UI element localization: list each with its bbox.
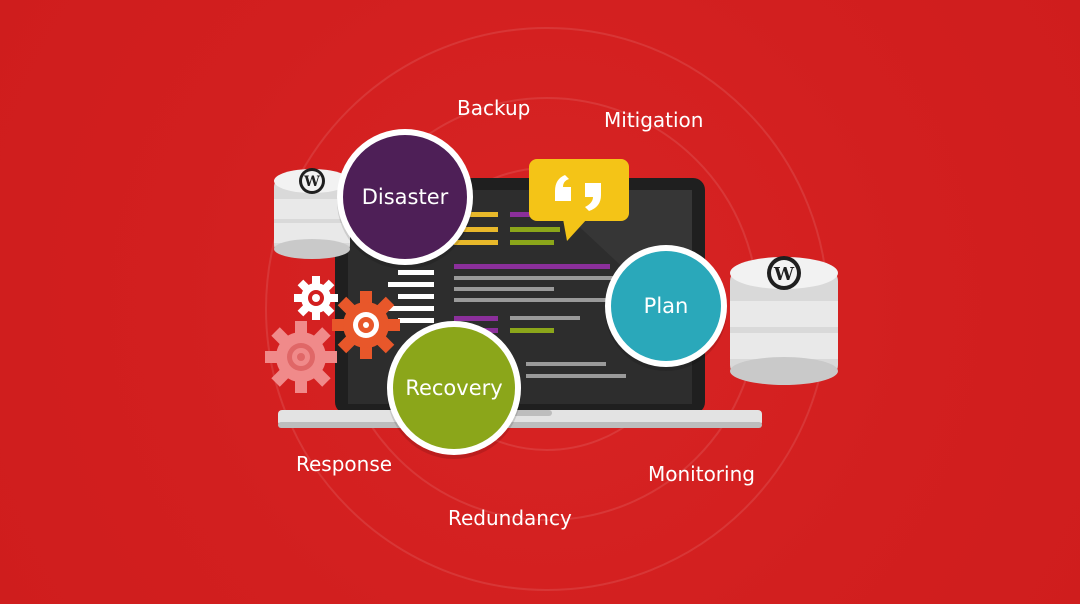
term-response: Response — [296, 452, 393, 476]
database-server-icon: W — [730, 256, 838, 385]
wordpress-logo-icon: W — [299, 168, 325, 194]
term-redundancy: Redundancy — [448, 506, 572, 530]
gear-icon — [332, 291, 400, 359]
gear-icon — [294, 276, 338, 320]
quote-bubble-icon — [529, 159, 629, 241]
term-backup: Backup — [457, 96, 531, 120]
wordpress-logo-icon: W — [767, 256, 801, 290]
svg-text:W: W — [303, 174, 320, 190]
plan-label: Plan — [643, 294, 689, 318]
term-monitoring: Monitoring — [648, 462, 755, 486]
plan-circle: Plan — [605, 245, 727, 367]
disaster-circle: Disaster — [337, 129, 473, 265]
gear-icon — [265, 321, 337, 393]
recovery-label: Recovery — [405, 376, 503, 400]
term-mitigation: Mitigation — [604, 108, 704, 132]
database-server-icon: W — [274, 168, 350, 259]
recovery-circle: Recovery — [387, 321, 521, 455]
svg-text:W: W — [773, 264, 795, 285]
disaster-label: Disaster — [361, 185, 449, 209]
